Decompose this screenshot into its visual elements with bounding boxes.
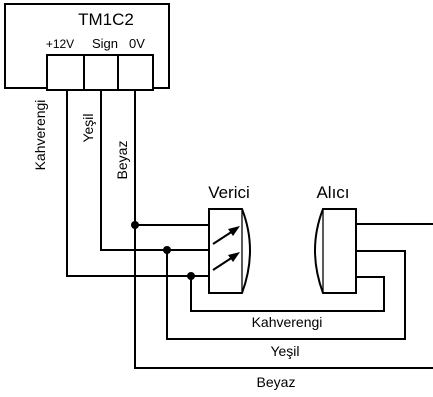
terminal-label-12v: +12V bbox=[46, 37, 74, 51]
label-brown-horizontal: Kahverengi bbox=[252, 314, 323, 330]
green-wire bbox=[100, 90, 406, 340]
label-brown-vertical: Kahverengi bbox=[32, 100, 48, 171]
junctions bbox=[131, 221, 195, 280]
junction-dot-brown bbox=[187, 272, 195, 280]
controller-title: TM1C2 bbox=[78, 10, 134, 29]
terminal-label-sign: Sign bbox=[92, 36, 118, 51]
transmitter-body bbox=[208, 208, 251, 294]
receiver-body bbox=[314, 208, 357, 294]
label-green-horizontal: Yeşil bbox=[270, 343, 299, 359]
transmitter-device: Verici bbox=[208, 183, 251, 294]
junction-dot-green bbox=[163, 246, 171, 254]
label-white-horizontal: Beyaz bbox=[257, 374, 296, 390]
junction-dot-white bbox=[131, 221, 139, 229]
transmitter-arrows bbox=[212, 226, 240, 271]
terminal-block bbox=[46, 54, 154, 91]
white-wire bbox=[134, 90, 433, 369]
receiver-label: Alıcı bbox=[316, 183, 349, 202]
transmitter-label: Verici bbox=[208, 183, 250, 202]
terminal-label-0v: 0V bbox=[129, 36, 145, 51]
arrow-head-1 bbox=[228, 226, 240, 236]
controller-tm1c2: TM1C2 +12V Sign 0V bbox=[4, 3, 170, 91]
receiver-device: Alıcı bbox=[314, 183, 357, 294]
label-green-vertical: Yeşil bbox=[80, 113, 96, 142]
brown-wire bbox=[66, 90, 385, 312]
wires bbox=[66, 90, 433, 369]
arrow-head-2 bbox=[228, 252, 240, 262]
label-white-vertical: Beyaz bbox=[114, 141, 130, 180]
